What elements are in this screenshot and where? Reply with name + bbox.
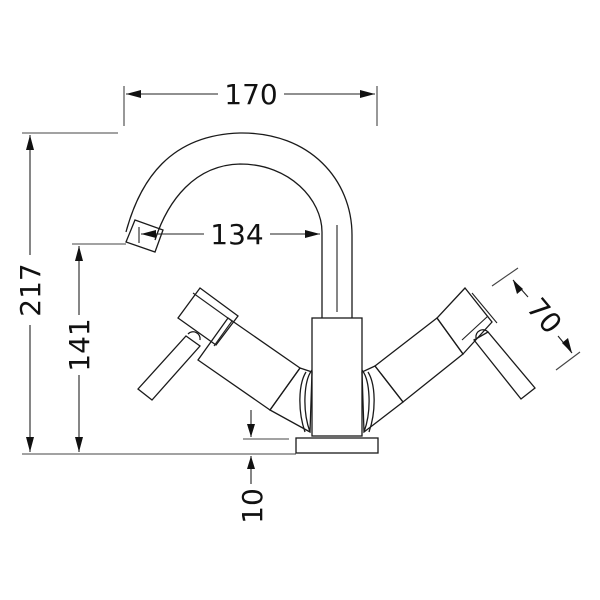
dimension-170: 170 bbox=[123, 78, 378, 126]
dimension-10: 10 bbox=[236, 410, 289, 524]
base-plate bbox=[295, 437, 379, 454]
dimension-label-10: 10 bbox=[236, 488, 269, 524]
dimension-70: 70 bbox=[491, 267, 581, 371]
left-handle bbox=[137, 287, 313, 434]
dimension-217: 217 bbox=[14, 132, 296, 455]
dimension-label-141: 141 bbox=[63, 318, 96, 371]
spout bbox=[125, 132, 353, 318]
dimension-label-170: 170 bbox=[224, 78, 277, 111]
dimension-label-134: 134 bbox=[210, 218, 263, 251]
dimension-141: 141 bbox=[63, 243, 126, 452]
dimension-label-70: 70 bbox=[520, 292, 568, 341]
dimension-label-217: 217 bbox=[14, 263, 47, 316]
dimension-134: 134 bbox=[138, 218, 320, 251]
right-handle bbox=[361, 287, 536, 434]
